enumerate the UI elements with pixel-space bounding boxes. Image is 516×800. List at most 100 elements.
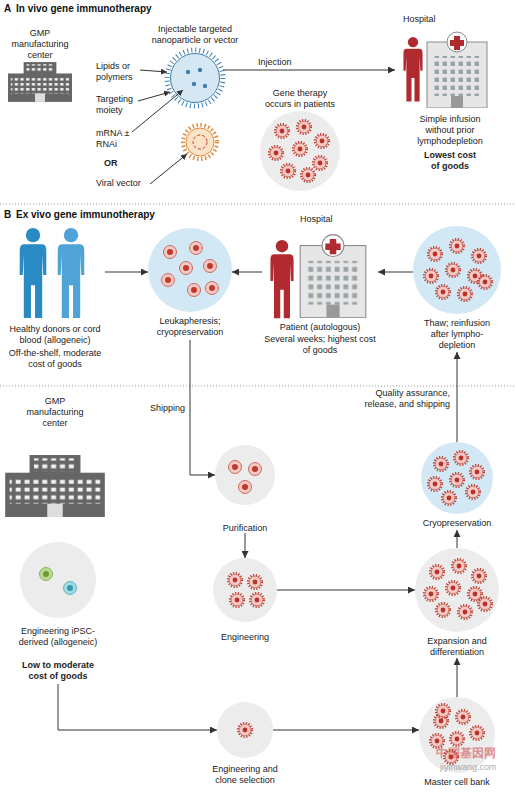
cell-nucleus bbox=[441, 290, 446, 295]
flow-arrow bbox=[223, 70, 395, 71]
cell-nucleus bbox=[475, 470, 480, 475]
cell-nucleus bbox=[451, 268, 456, 273]
t-cell bbox=[270, 147, 282, 159]
t-cell bbox=[467, 486, 479, 498]
cell-nucleus bbox=[455, 478, 460, 483]
node-text: Engineering bbox=[205, 632, 285, 643]
t-cell bbox=[249, 576, 261, 588]
t-cell bbox=[447, 582, 459, 594]
cell-nucleus bbox=[318, 161, 323, 166]
edge-label: Injection bbox=[258, 57, 308, 68]
node-text: GMP manufacturing center bbox=[24, 396, 86, 429]
part-label: mRNA ± RNAi bbox=[96, 128, 136, 150]
t-cell bbox=[425, 270, 437, 282]
node-text: Hospital bbox=[403, 14, 463, 25]
cell-nucleus bbox=[475, 731, 480, 736]
t-cell bbox=[231, 594, 243, 606]
leader-arrow bbox=[140, 70, 167, 72]
t-cell bbox=[451, 733, 463, 745]
t-cell-spikes bbox=[466, 485, 480, 499]
cell-nucleus bbox=[473, 592, 478, 597]
t-cell bbox=[298, 121, 310, 133]
round-cell bbox=[188, 284, 201, 297]
cell-nucleus bbox=[463, 292, 468, 297]
panel-heading: Ex vivo gene immunotherapy bbox=[16, 209, 216, 221]
panel-letter: B bbox=[4, 209, 16, 221]
payload-dot bbox=[192, 82, 196, 86]
t-cell-spikes bbox=[301, 168, 315, 182]
cell-nucleus bbox=[447, 496, 452, 501]
node-text: Gene therapy occurs in patients bbox=[260, 88, 340, 110]
t-cell-spikes bbox=[269, 146, 283, 160]
t-cell-spikes bbox=[238, 723, 252, 737]
t-cell bbox=[302, 169, 314, 181]
node-text: Engineering iPSC-derived (allogeneic) bbox=[15, 626, 101, 648]
t-cell-spikes bbox=[442, 491, 456, 505]
flow-arrow bbox=[457, 530, 458, 548]
cell-nucleus bbox=[252, 466, 258, 472]
leader-arrow bbox=[138, 92, 170, 101]
round-cell bbox=[206, 282, 219, 295]
node-text: Patient (autologous) bbox=[262, 322, 378, 333]
cell-nucleus bbox=[242, 484, 248, 490]
node-text: Engineering and clone selection bbox=[203, 764, 287, 786]
round-cell bbox=[64, 582, 77, 595]
t-cell-spikes bbox=[458, 605, 472, 619]
t-cell bbox=[316, 135, 328, 147]
round-cell bbox=[239, 481, 252, 494]
t-cell-spikes bbox=[472, 249, 486, 263]
t-cell bbox=[314, 157, 326, 169]
cell-nucleus bbox=[253, 580, 258, 585]
part-label: Viral vector bbox=[96, 178, 156, 189]
cell-nucleus bbox=[233, 578, 238, 583]
t-cell-spikes bbox=[472, 569, 486, 583]
viral-vector-icon bbox=[186, 128, 214, 156]
cell-nucleus bbox=[320, 139, 325, 144]
node-text: Purification bbox=[205, 523, 285, 534]
cell-nucleus bbox=[207, 263, 213, 269]
t-cell-spikes bbox=[424, 269, 438, 283]
flow-arrow bbox=[245, 533, 246, 558]
cell-nucleus bbox=[255, 598, 260, 603]
cell-nucleus bbox=[441, 709, 446, 714]
cell-nucleus bbox=[274, 151, 279, 156]
cell-nucleus bbox=[167, 249, 173, 255]
cell-nucleus bbox=[483, 602, 488, 607]
cell-nucleus bbox=[183, 265, 189, 271]
node-text: Injectable targeted nanoparticle or vect… bbox=[140, 24, 250, 46]
node-text: Cryopreservation bbox=[412, 518, 502, 529]
edge-label: Quality assurance, release, and shipping bbox=[350, 388, 450, 410]
cell-nucleus bbox=[165, 277, 171, 283]
clone-node: Engineering and clone selection bbox=[217, 702, 273, 788]
cell-nucleus bbox=[461, 715, 466, 720]
cell-nucleus bbox=[439, 719, 444, 724]
t-cell-spikes bbox=[428, 247, 442, 261]
t-cell-spikes bbox=[470, 465, 484, 479]
round-cell bbox=[164, 246, 177, 259]
ipsc-node: Engineering iPSC-derived (allogeneic)Low… bbox=[20, 542, 96, 684]
cell-nucleus bbox=[473, 274, 478, 279]
t-cell bbox=[437, 286, 449, 298]
flow-arrow bbox=[277, 590, 415, 591]
cell-nucleus bbox=[463, 610, 468, 615]
node-text: Off-the-shelf, moderate cost of goods bbox=[5, 348, 105, 370]
t-cell bbox=[437, 705, 449, 717]
t-cell-spikes bbox=[230, 593, 244, 607]
t-cell-spikes bbox=[430, 565, 444, 579]
t-cell bbox=[469, 270, 481, 282]
t-cell bbox=[473, 570, 485, 582]
t-cell-spikes bbox=[450, 239, 464, 253]
watermark: 中国基因网 bbox=[436, 746, 516, 760]
part-label: Lipids or polymers bbox=[96, 61, 140, 83]
t-cell bbox=[276, 125, 288, 137]
t-cell bbox=[239, 724, 251, 736]
t-cell-spikes bbox=[436, 285, 450, 299]
t-cell bbox=[447, 264, 459, 276]
cell-nucleus bbox=[435, 570, 440, 575]
t-cell-spikes bbox=[446, 263, 460, 277]
node-text: Healthy donors or cord blood (allogeneic… bbox=[5, 324, 105, 346]
panel-letter: A bbox=[4, 3, 16, 15]
viral-genome bbox=[193, 135, 207, 149]
round-cell bbox=[229, 461, 242, 474]
node-text: Simple infusion without prior lymphodepl… bbox=[410, 114, 490, 147]
